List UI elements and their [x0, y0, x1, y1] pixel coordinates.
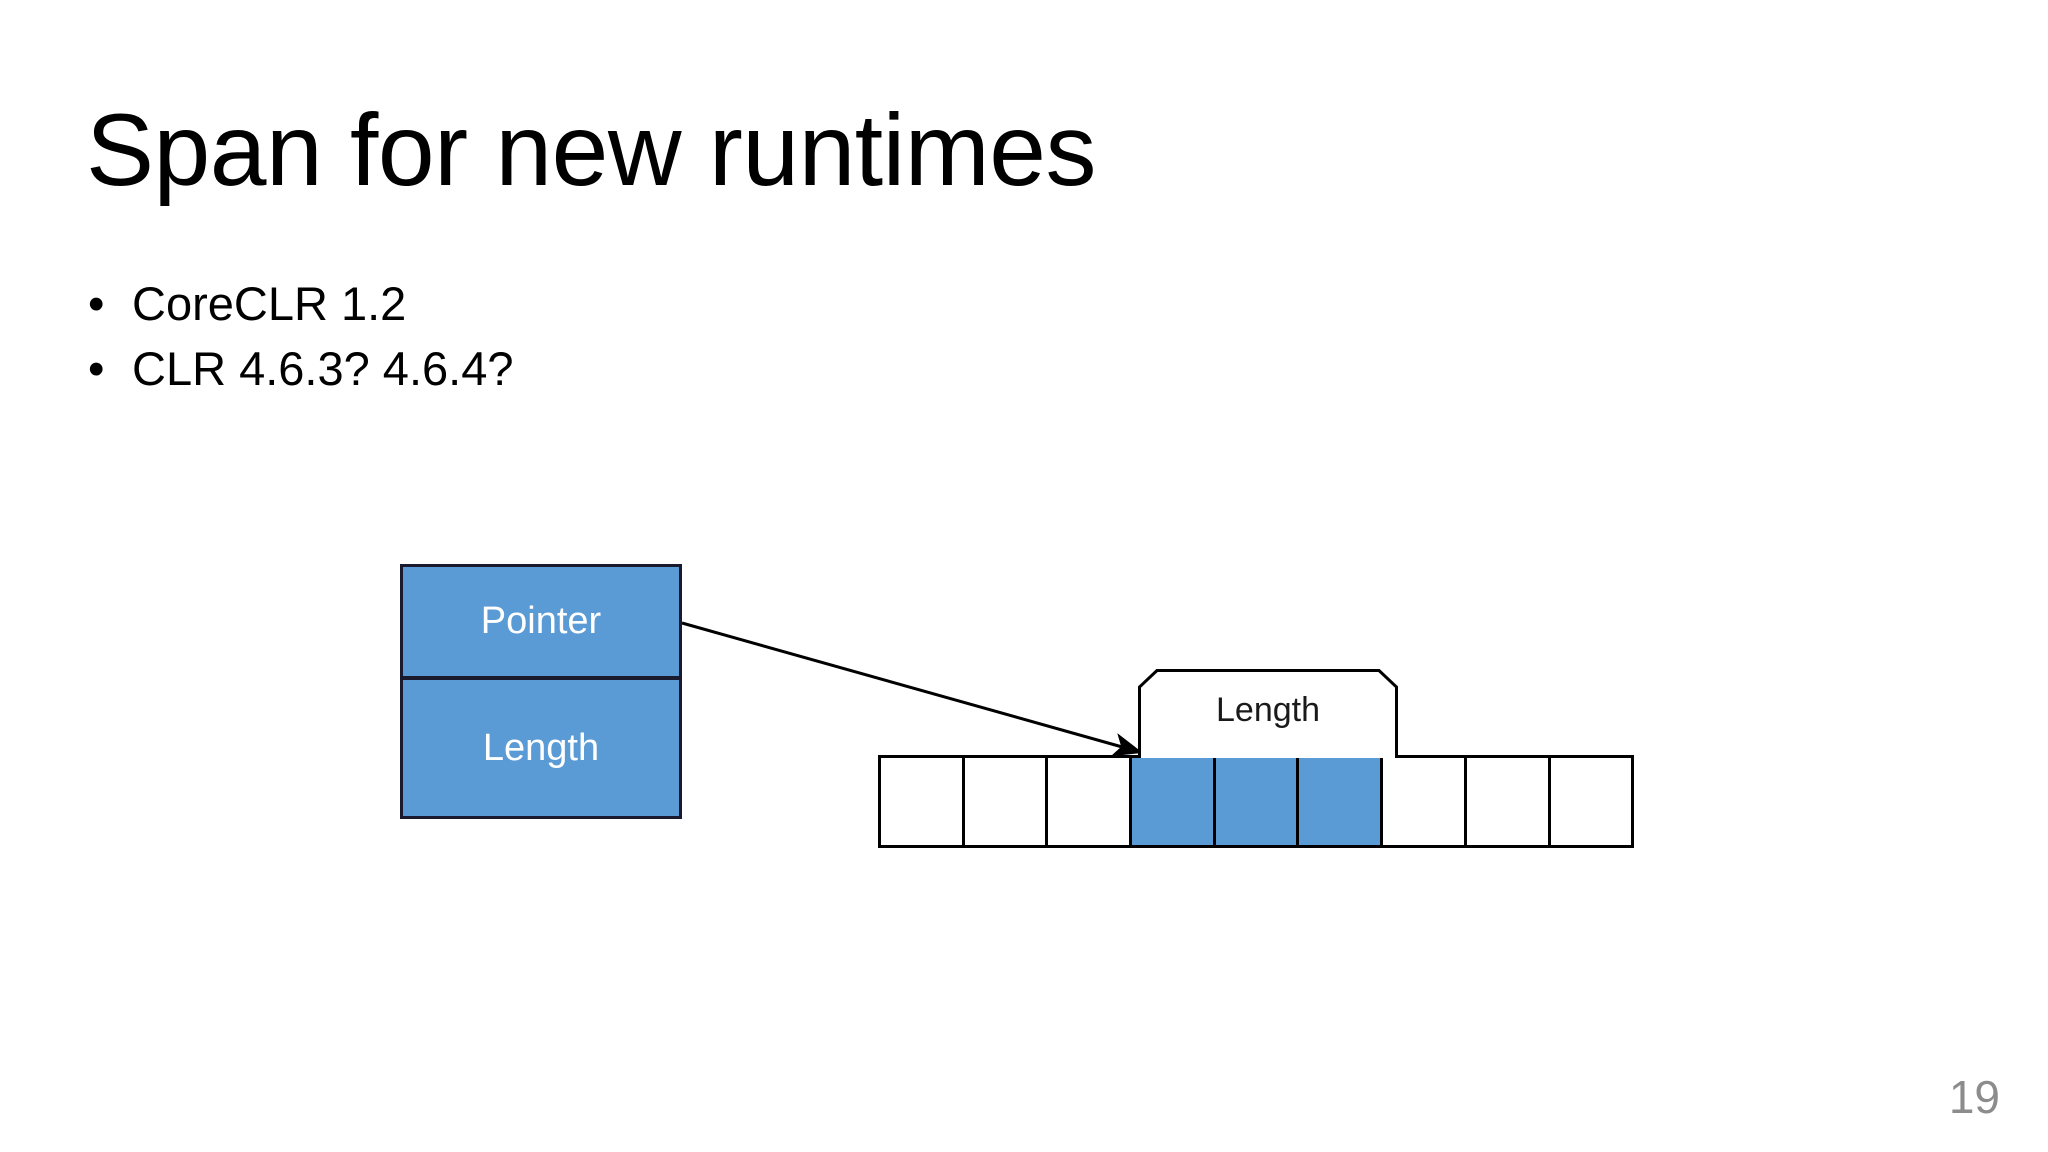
bullet-marker-icon: •	[88, 277, 105, 330]
list-item-label: CLR 4.6.3? 4.6.4?	[132, 341, 514, 395]
length-callout-label: Length	[1216, 691, 1320, 729]
list-item: • CLR 4.6.3? 4.6.4?	[86, 337, 1486, 402]
array-cell	[1380, 755, 1467, 848]
length-callout: Length	[1138, 669, 1398, 758]
struct-field-length-label: Length	[482, 726, 600, 769]
list-item: • CoreCLR 1.2	[86, 272, 1486, 337]
bullet-list: • CoreCLR 1.2 • CLR 4.6.3? 4.6.4?	[86, 272, 1486, 402]
struct-field-length: Length	[400, 677, 682, 819]
struct-field-pointer-label: Pointer	[480, 600, 602, 642]
array-cell	[878, 755, 965, 848]
array-cell	[961, 755, 1049, 848]
page-number: 19	[1948, 1071, 2000, 1123]
backing-array	[878, 755, 1635, 848]
array-cell	[1296, 755, 1384, 848]
array-cell	[1045, 755, 1133, 848]
array-cell	[1547, 755, 1635, 848]
array-cell	[1463, 755, 1551, 848]
bullet-marker-icon: •	[88, 341, 105, 395]
length-callout-shape	[1138, 669, 1398, 758]
pointer-arrow	[681, 621, 1143, 757]
struct-field-pointer: Pointer	[400, 564, 682, 679]
list-item-label: CoreCLR 1.2	[132, 277, 407, 330]
page-title: Span for new runtimes	[86, 93, 1097, 207]
array-cell	[1129, 755, 1216, 848]
array-cell	[1212, 755, 1300, 848]
